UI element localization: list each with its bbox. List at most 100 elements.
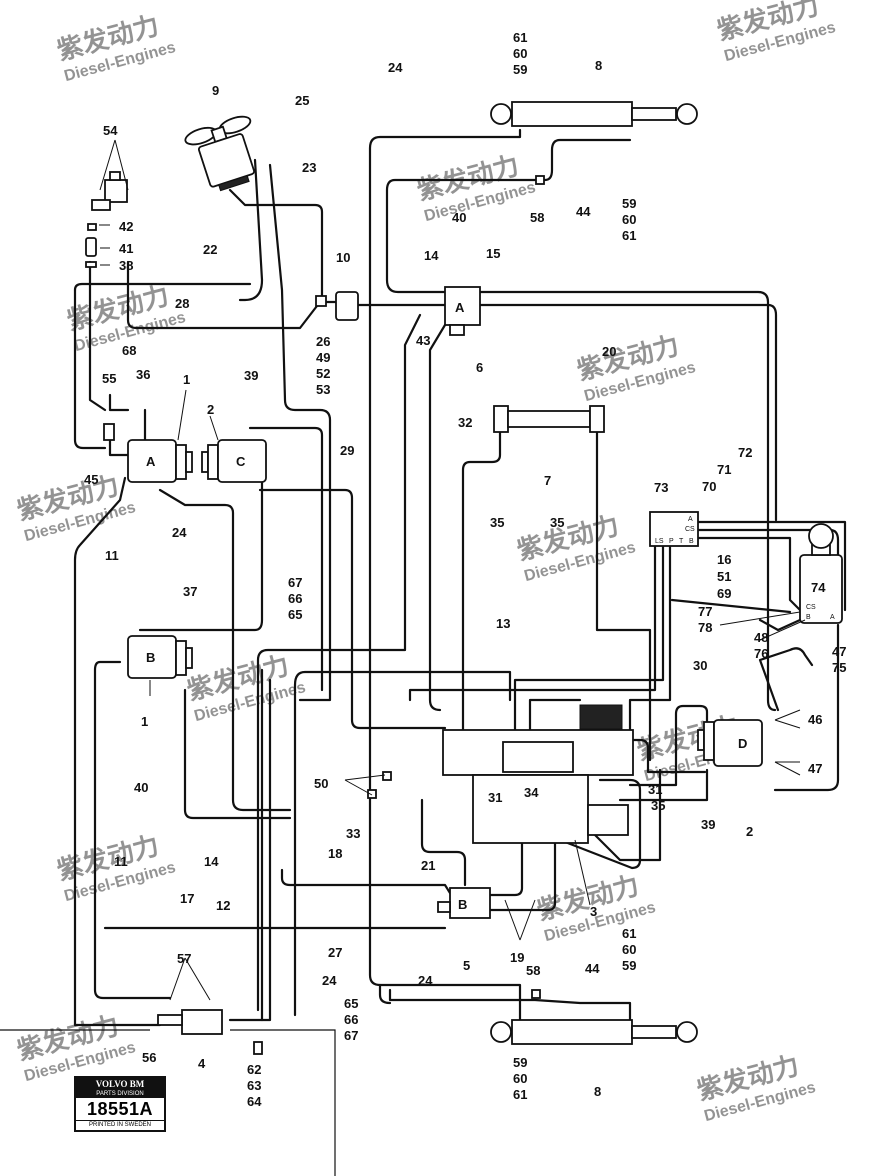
port-b-73: B (689, 538, 694, 545)
label-54: 54 (103, 123, 118, 138)
label-57: 57 (177, 951, 191, 966)
label-51: 51 (717, 569, 731, 584)
label-67-lower: 67 (344, 1028, 358, 1043)
label-14-top: 14 (424, 248, 439, 263)
manifold-upper-inner (502, 741, 574, 773)
label-60-top: 60 (513, 46, 527, 61)
label-36: 36 (136, 367, 150, 382)
fitting-58-bottom (531, 989, 541, 999)
label-43: 43 (416, 333, 430, 348)
pipe-11-lower (93, 660, 172, 1000)
motor-b: B (127, 635, 193, 679)
label-8-top: 8 (595, 58, 602, 73)
label-2-upper: 2 (207, 402, 214, 417)
component-54-body (104, 179, 128, 203)
label-61-top: 61 (513, 30, 527, 45)
pipe-15 (476, 290, 777, 712)
pipe-40-lower (378, 983, 392, 1005)
label-56: 56 (142, 1050, 156, 1065)
motor-a-shaft (185, 451, 193, 473)
label-24-bottom-right: 24 (418, 973, 433, 988)
plate-brand: VOLVO BM (76, 1078, 164, 1090)
port-a-74: A (830, 614, 835, 621)
pipe-22-top (73, 282, 252, 292)
motor-c-flange (207, 444, 219, 480)
callout-labels: 61 60 59 8 24 9 25 54 23 40 58 44 59 60 … (84, 30, 846, 1109)
valve-6-letter: A (455, 300, 465, 315)
label-59-bottom-right: 59 (622, 958, 636, 973)
label-5: 5 (463, 958, 470, 973)
label-1-upper: 1 (183, 372, 190, 387)
label-68: 68 (122, 343, 136, 358)
component-54 (91, 171, 128, 211)
pipe-manifold-upper (528, 698, 582, 742)
pipe-manifold-right (618, 738, 707, 774)
label-64: 64 (247, 1094, 262, 1109)
label-69: 69 (717, 586, 731, 601)
label-19: 19 (510, 950, 524, 965)
label-73: 73 (654, 480, 668, 495)
label-23: 23 (302, 160, 316, 175)
component-26 (315, 295, 327, 307)
label-17: 17 (180, 891, 194, 906)
label-24-top: 24 (388, 60, 403, 75)
label-39-lower: 39 (701, 817, 715, 832)
label-74: 74 (811, 580, 826, 595)
pipe-37 (138, 443, 264, 632)
cylinder-bottom-eye-left (490, 1021, 512, 1043)
label-37: 37 (183, 584, 197, 599)
label-60-right: 60 (622, 212, 636, 227)
label-62: 62 (247, 1062, 261, 1077)
tank-4-port (157, 1014, 183, 1026)
label-26: 26 (316, 334, 330, 349)
pipe-48-76 (758, 618, 802, 632)
label-9: 9 (212, 83, 219, 98)
label-44-bottom: 44 (585, 961, 600, 976)
label-44-top: 44 (576, 204, 591, 219)
pump-manifold-3 (442, 704, 634, 844)
label-48: 48 (754, 630, 768, 645)
component-54-arm (91, 199, 111, 211)
watermark-repeat: 紫发动力 Diesel-Engines (414, 150, 538, 225)
label-60-bottom: 60 (513, 1071, 527, 1086)
label-34: 34 (524, 785, 539, 800)
pipe-39 (248, 426, 324, 692)
component-45 (103, 423, 115, 441)
pipe-23 (228, 188, 324, 302)
watermark-repeat: 紫发动力 Diesel-Engines (574, 330, 698, 405)
label-66-lower: 66 (344, 1012, 358, 1027)
valve-6: A (444, 286, 481, 336)
pipe-30 (628, 704, 709, 787)
label-39-upper: 39 (244, 368, 258, 383)
fitting-62 (253, 1041, 263, 1055)
label-30: 30 (693, 658, 707, 673)
label-41: 41 (119, 241, 133, 256)
label-70: 70 (702, 479, 716, 494)
pipe-44-upper (543, 138, 632, 182)
label-35-low: 35 (651, 798, 665, 813)
label-32: 32 (458, 415, 472, 430)
cylinder-top-body (511, 101, 633, 127)
port-ls-73: LS (655, 538, 664, 545)
control-valve-73: A CS LS P T B (649, 511, 699, 547)
label-38: 38 (119, 258, 133, 273)
pump-body (472, 774, 589, 844)
label-13: 13 (496, 616, 510, 631)
label-3: 3 (590, 904, 597, 919)
label-2-lower: 2 (746, 824, 753, 839)
parts-plate: VOLVO BM PARTS DIVISION 18551A PRINTED I… (74, 1076, 166, 1132)
label-22: 22 (203, 242, 217, 257)
label-45: 45 (84, 472, 98, 487)
motor-b-flange (175, 640, 187, 676)
port-a-73: A (688, 516, 693, 523)
steering-unit-74-knob (808, 523, 834, 549)
label-27: 27 (328, 945, 342, 960)
label-24-bottom-left: 24 (322, 973, 337, 988)
label-16: 16 (717, 552, 731, 567)
pipe-24-main (368, 128, 522, 1022)
cylinder-top (490, 101, 698, 127)
leader-lines (99, 139, 806, 1001)
label-1-lower: 1 (141, 714, 148, 729)
label-65-upper: 65 (288, 607, 302, 622)
